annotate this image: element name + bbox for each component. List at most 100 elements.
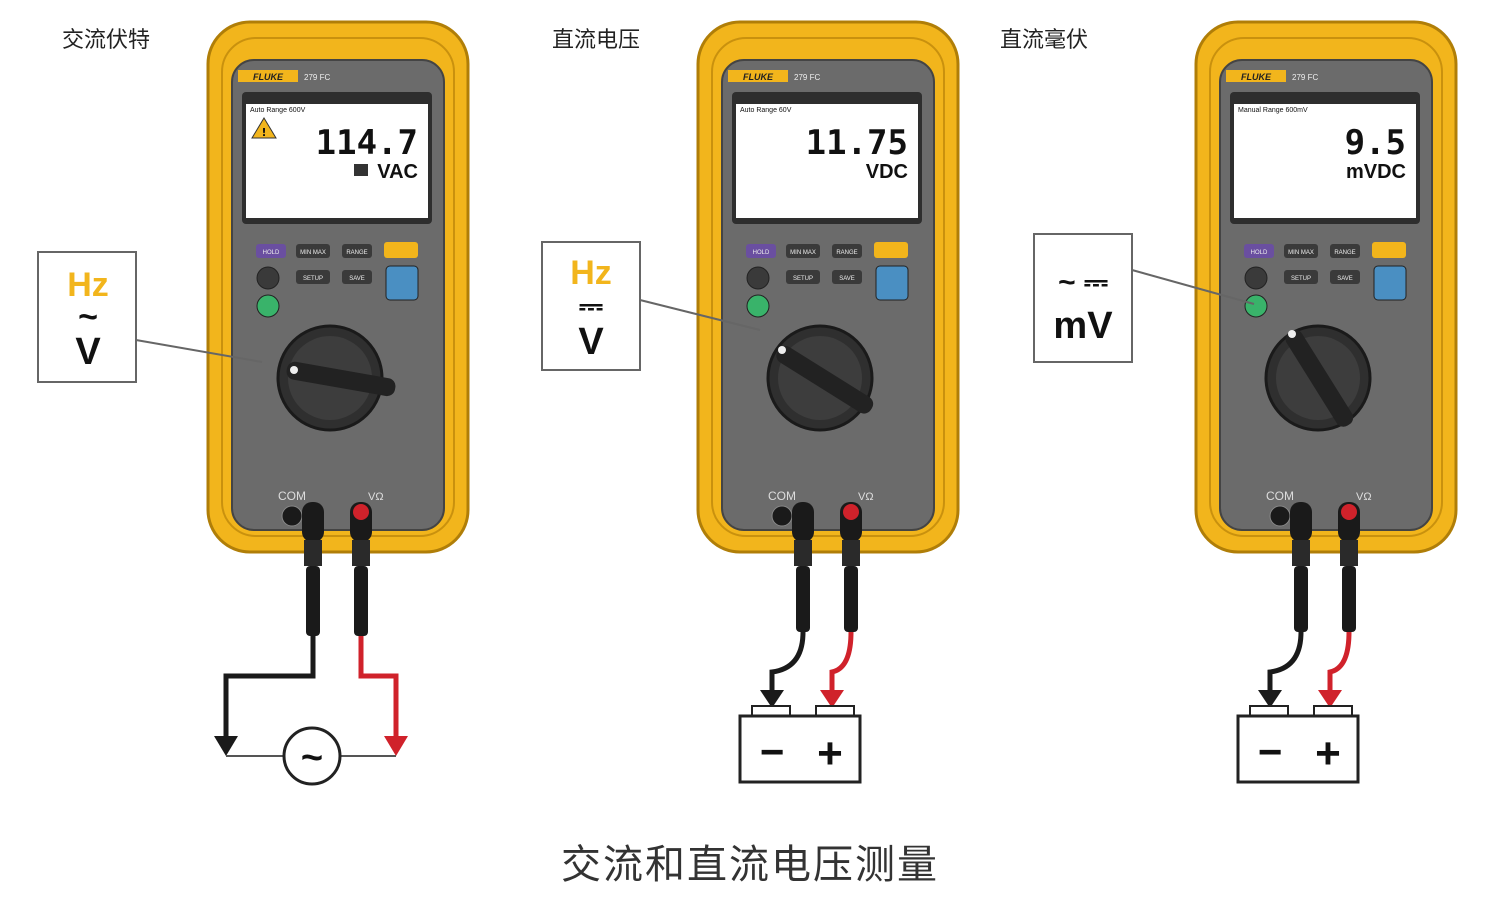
- callout-ac-symbol: ~: [78, 298, 98, 336]
- green-button: [256, 294, 280, 318]
- callout-dc-symbol: ⎓: [579, 290, 603, 323]
- callout-pointer: [135, 339, 263, 363]
- warning-icon: !: [251, 117, 277, 139]
- ac-circuit: ~: [214, 636, 408, 786]
- callout-unit: mV: [1053, 305, 1113, 347]
- reading-unit: VAC: [377, 161, 418, 183]
- svg-text:SAVE: SAVE: [349, 276, 365, 282]
- com-label: COM: [768, 489, 796, 503]
- callout-unit: V: [578, 321, 604, 363]
- round-button: [746, 266, 770, 290]
- figure-caption: 交流和直流电压测量: [561, 842, 939, 888]
- callout-pointer: [1131, 269, 1255, 305]
- dc-circuit: [1258, 631, 1352, 708]
- model-label: 279 FC: [1292, 73, 1318, 82]
- range-button: [832, 244, 862, 258]
- backlight-button: [1372, 242, 1406, 258]
- hold-button: [1244, 244, 1274, 258]
- battery-minus: −: [760, 728, 785, 775]
- brand-label: FLUKE: [253, 72, 284, 82]
- range-button: [342, 244, 372, 258]
- reading-value: 114.7: [316, 123, 418, 163]
- volt-jack-label: VΩ: [1356, 491, 1372, 503]
- save-button: [1330, 270, 1360, 284]
- battery: − +: [1236, 705, 1360, 784]
- svg-text:RANGE: RANGE: [1334, 250, 1355, 256]
- panel-title-dc-millivolts: 直流毫伏: [1000, 28, 1089, 53]
- minmax-button: [296, 244, 330, 258]
- svg-text:SAVE: SAVE: [839, 276, 855, 282]
- brand-logo: [238, 70, 298, 82]
- svg-text:MIN MAX: MIN MAX: [1288, 250, 1314, 256]
- brand-label: FLUKE: [1241, 72, 1272, 82]
- com-jack: [281, 505, 303, 527]
- battery: − +: [738, 705, 862, 784]
- model-label: 279 FC: [304, 73, 330, 82]
- svg-text:HOLD: HOLD: [753, 250, 770, 256]
- green-button: [1244, 294, 1268, 318]
- volt-jack-label: VΩ: [858, 491, 874, 503]
- black-probe: [792, 502, 814, 632]
- brand-logo: [728, 70, 788, 82]
- multimeter-2: FLUKE 279 FC Auto Range 60V 11.75 VDC HO…: [541, 20, 960, 784]
- display-screen: [246, 104, 428, 218]
- panel-title-dc-volts: 直流电压: [552, 28, 641, 53]
- svg-text:SAVE: SAVE: [1337, 276, 1353, 282]
- callout-unit: V: [75, 331, 101, 373]
- round-button: [1244, 266, 1268, 290]
- round-button: [256, 266, 280, 290]
- volt-jack-label: VΩ: [368, 491, 384, 503]
- com-label: COM: [278, 489, 306, 503]
- svg-text:RANGE: RANGE: [346, 250, 367, 256]
- hold-button: [746, 244, 776, 258]
- dial-pointer: [286, 361, 396, 397]
- backlight-button: [384, 242, 418, 258]
- minmax-button: [1284, 244, 1318, 258]
- com-label: COM: [1266, 489, 1294, 503]
- range-button: [1330, 244, 1360, 258]
- range-text: Auto Range 600V: [250, 107, 306, 114]
- red-probe: [350, 502, 372, 636]
- ac-source-glyph: ~: [301, 737, 323, 779]
- function-callout: [1033, 233, 1133, 363]
- save-button: [832, 270, 862, 284]
- svg-text:MIN MAX: MIN MAX: [790, 250, 816, 256]
- battery-minus: −: [1258, 728, 1283, 775]
- battery-plus: +: [817, 729, 843, 778]
- red-probe: [840, 502, 862, 632]
- minmax-button: [786, 244, 820, 258]
- dial-pointer: [1285, 329, 1354, 427]
- reading-value: 9.5: [1345, 123, 1406, 163]
- red-probe: [1338, 502, 1360, 632]
- setup-button: [296, 270, 330, 284]
- function-callout: [541, 241, 641, 371]
- range-text: Manual Range 600mV: [1238, 107, 1308, 114]
- dc-circuit: [760, 631, 854, 708]
- function-callout: [37, 251, 137, 383]
- svg-text:SETUP: SETUP: [1291, 276, 1311, 282]
- hold-button: [256, 244, 286, 258]
- black-probe: [302, 502, 324, 636]
- com-jack: [1269, 505, 1291, 527]
- model-label: 279 FC: [794, 73, 820, 82]
- reading-unit: VDC: [866, 161, 908, 183]
- callout-acdc-symbol: ~ ⎓: [1058, 266, 1108, 299]
- backlight-button: [874, 242, 908, 258]
- svg-text:SETUP: SETUP: [793, 276, 813, 282]
- save-button: [342, 270, 372, 284]
- multimeter-1: FLUKE 279 FC Auto Range 600V ! 114.7 VAC…: [37, 20, 470, 786]
- svg-text:RANGE: RANGE: [836, 250, 857, 256]
- display-screen: [736, 104, 918, 218]
- dial-pointer: [776, 346, 874, 414]
- setup-button: [786, 270, 820, 284]
- reading-value: 11.75: [806, 123, 908, 163]
- svg-text:SETUP: SETUP: [303, 276, 323, 282]
- callout-pointer: [639, 299, 761, 331]
- callout-hz-label: Hz: [67, 266, 109, 304]
- svg-text:HOLD: HOLD: [263, 250, 280, 256]
- panel-title-ac-volts: 交流伏特: [62, 28, 151, 53]
- com-jack: [771, 505, 793, 527]
- black-probe: [1290, 502, 1312, 632]
- lowpass-icon: [354, 164, 368, 176]
